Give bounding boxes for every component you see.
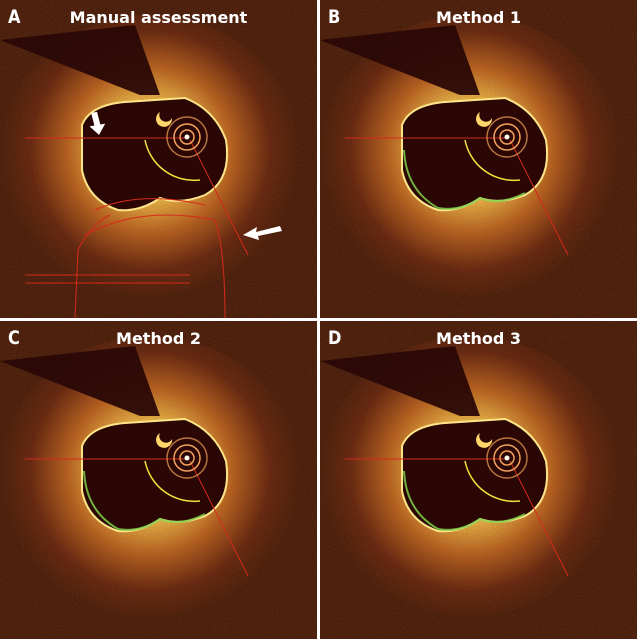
guidewire-shadow [320,25,480,95]
guidewire-shadow [320,346,480,416]
crescent-artifact [156,112,173,127]
panel-d: D Method 3 [320,321,637,639]
panel-letter: A [8,6,21,28]
lumen [401,417,549,533]
catheter [166,437,208,479]
catheter [486,116,528,158]
lumen [81,96,229,212]
panel-title: Method 1 [436,8,521,27]
lumen [81,417,229,533]
panel-b: B Method 1 [320,0,637,318]
panel-a: A Manual assessment [0,0,317,318]
guide-arc [464,139,521,182]
detected-contour [403,470,526,531]
detected-contour [83,470,206,531]
detected-contour [403,149,526,210]
catheter [166,116,208,158]
oct-image [0,0,317,318]
panel-title: Method 3 [436,329,521,348]
catheter [486,437,528,479]
panel-title: Manual assessment [69,8,248,27]
reference-line [189,139,249,256]
guide-arc [144,139,201,182]
panel-c: C Method 2 [0,321,317,639]
oct-image [320,0,637,318]
reference-line [189,460,249,577]
oct-image [0,321,317,639]
panel-letter: B [328,6,341,28]
crescent-artifact [156,433,173,448]
crescent-artifact [476,112,493,127]
reference-line [509,460,569,577]
arrow-icon [243,226,282,240]
panel-letter: D [328,327,342,349]
crescent-artifact [476,433,493,448]
lumen [401,96,549,212]
guide-arc [464,460,521,503]
reference-line [509,139,569,256]
guide-arc [144,460,201,503]
oct-image [320,321,637,639]
panel-letter: C [8,327,20,349]
panel-title: Method 2 [116,329,201,348]
manual-traces [25,198,226,318]
arrow-icon [89,111,106,135]
guidewire-shadow [0,346,160,416]
guidewire-shadow [0,25,160,95]
